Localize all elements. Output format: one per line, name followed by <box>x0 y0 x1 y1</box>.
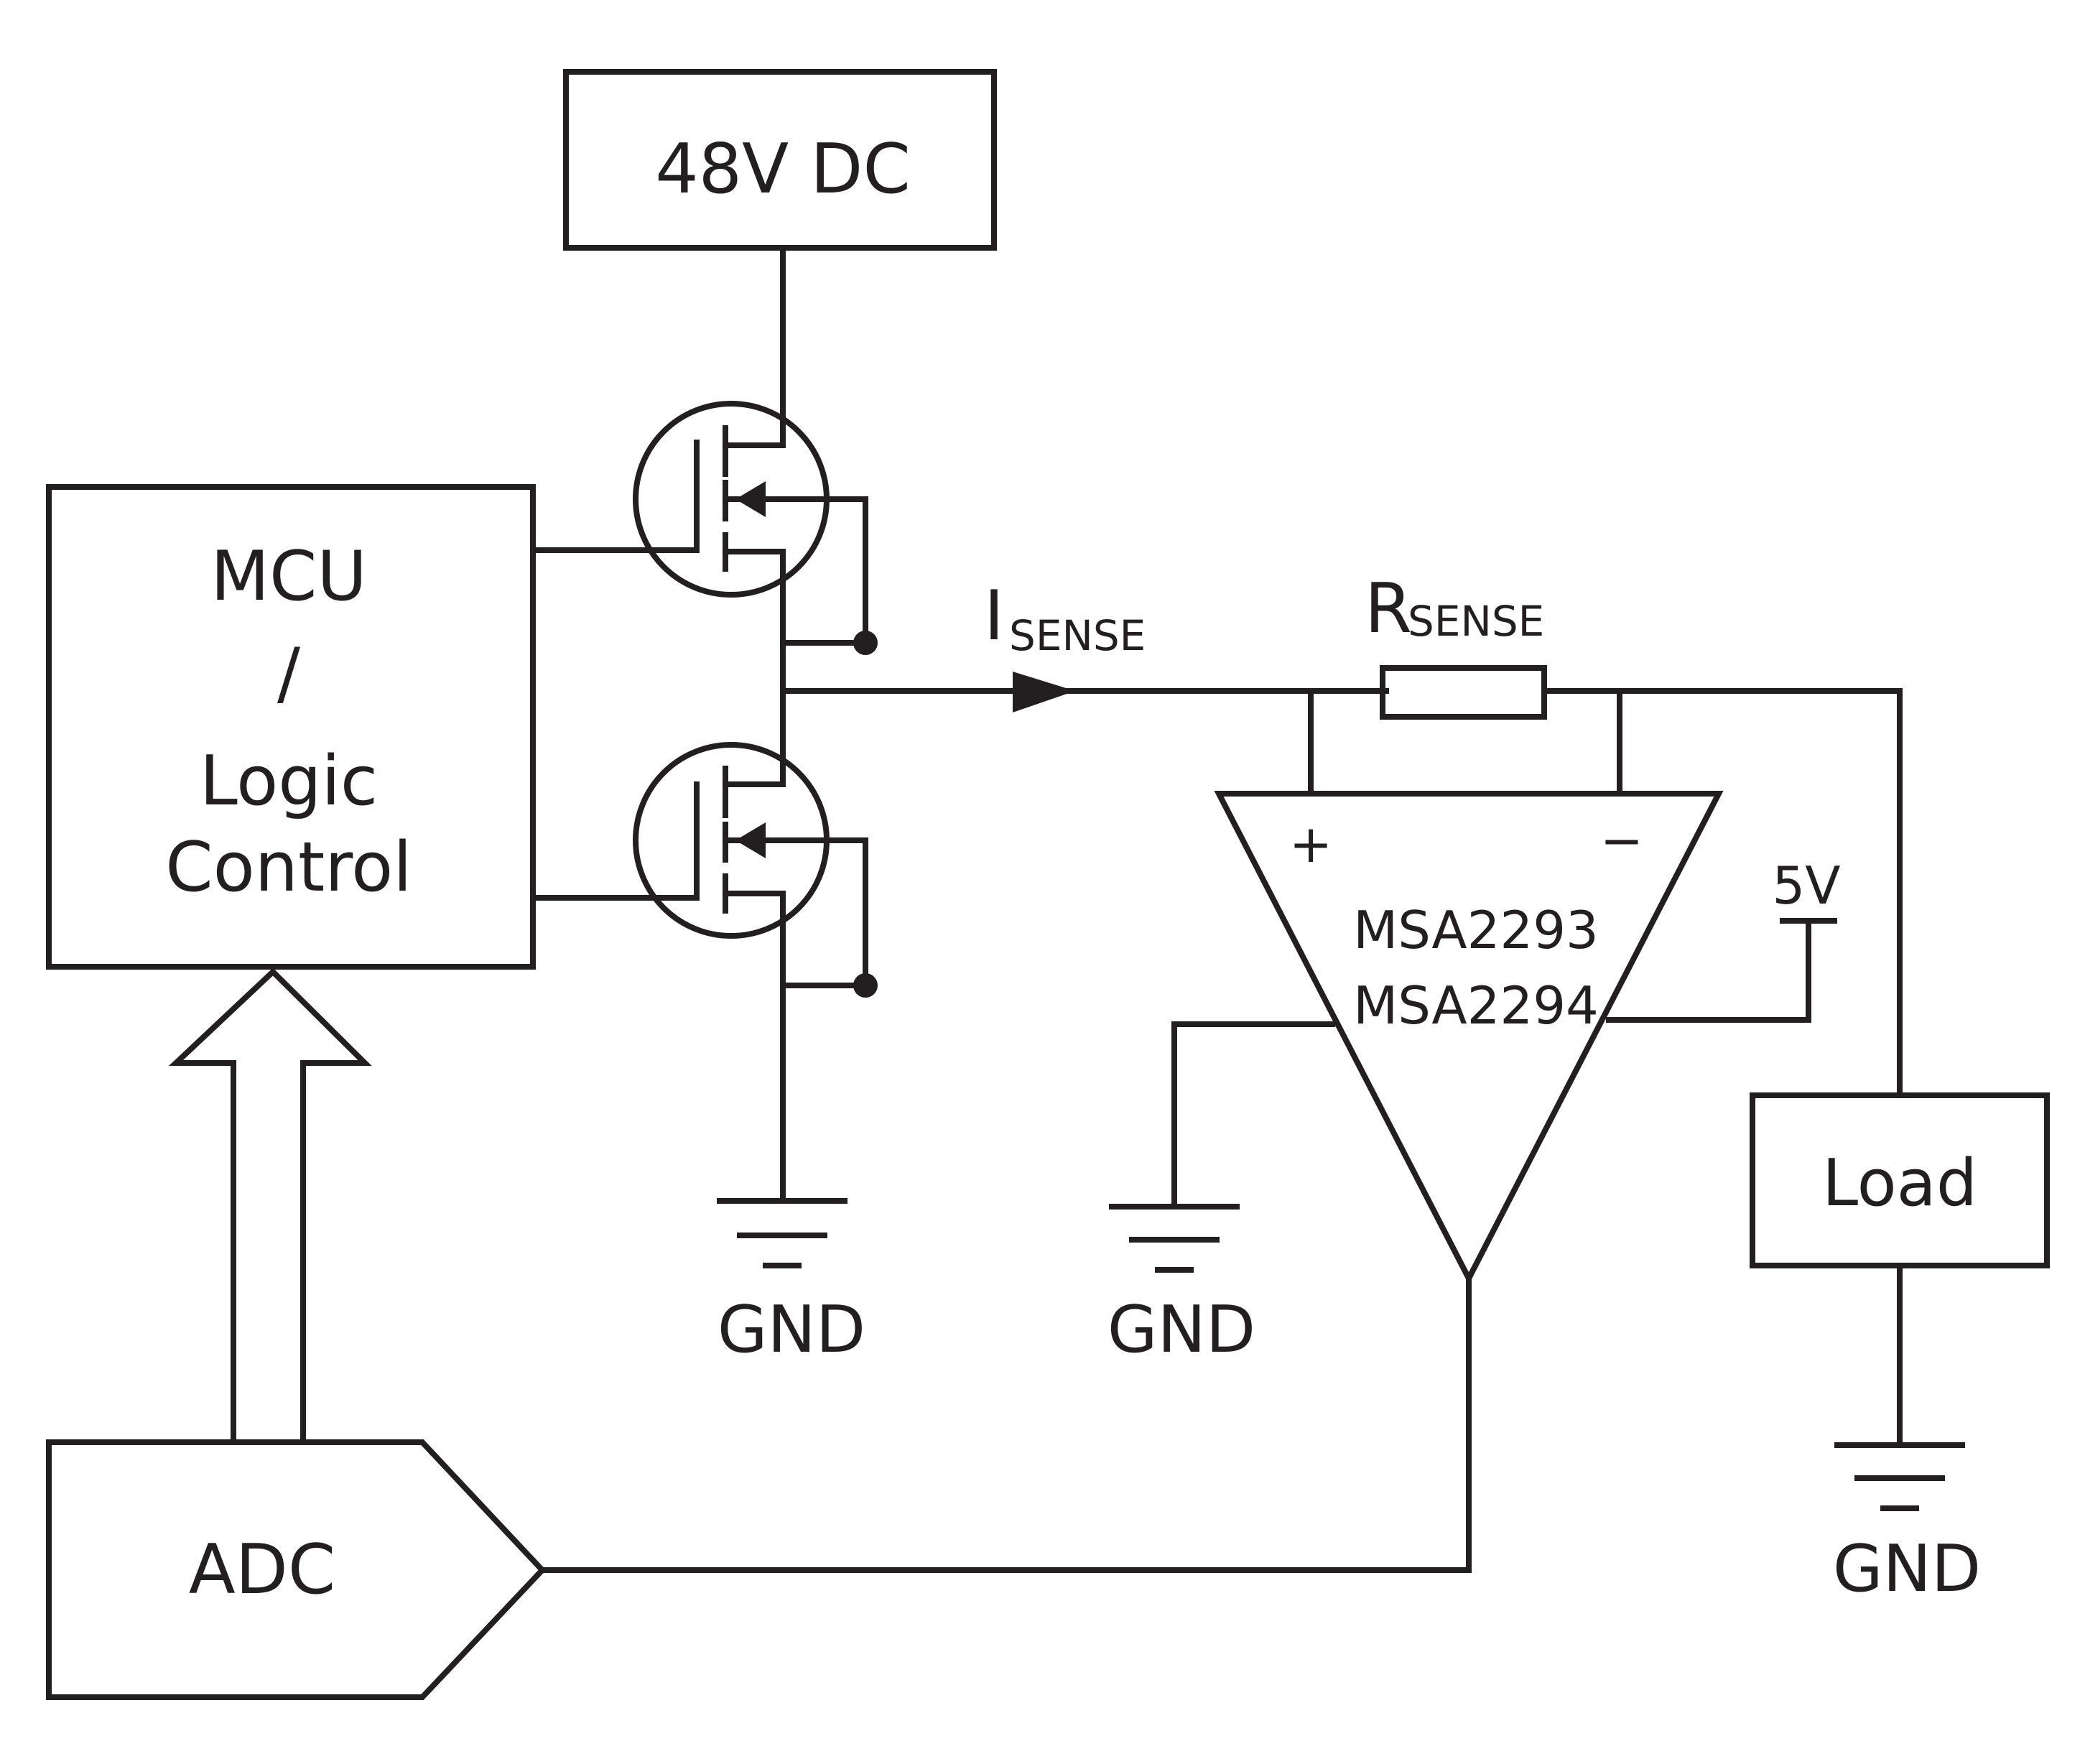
sense-amplifier: + − MSA2293 MSA2294 <box>1214 791 1724 1285</box>
adc-to-mcu-arrow <box>168 967 372 1445</box>
svg-text:R: R <box>1365 570 1412 649</box>
high-side-mosfet <box>530 401 878 655</box>
adc-label: ADC <box>189 1531 335 1610</box>
isense-label: I SENSE <box>984 577 1146 660</box>
load-label: Load <box>1822 1146 1977 1221</box>
high-side-junction-dot <box>853 631 878 655</box>
wire-amp-to-adc <box>539 1276 1472 1573</box>
mcu-label-line4: Control <box>165 828 412 907</box>
load-block: Load <box>1750 1092 2050 1268</box>
mcu-label-line2: / <box>277 634 300 713</box>
low-side-junction-dot <box>853 973 878 998</box>
svg-text:SENSE: SENSE <box>1009 611 1146 660</box>
gnd-symbol-amp: GND <box>1107 1204 1255 1368</box>
supply-block: 48V DC <box>563 69 997 251</box>
low-side-mosfet <box>530 742 878 998</box>
wire-rsense-to-load <box>1541 688 1903 1098</box>
gnd-load-label: GND <box>1833 1531 1981 1607</box>
gnd-fet-label: GND <box>718 1292 865 1368</box>
gnd-symbol-load: GND <box>1833 1442 1981 1607</box>
sense-resistor: R SENSE <box>1365 570 1547 720</box>
mcu-block: MCU / Logic Control <box>46 484 536 970</box>
mcu-label-line3: Logic <box>200 742 378 821</box>
wire-amp-gnd <box>1171 1021 1335 1210</box>
supply-label: 48V DC <box>655 130 911 209</box>
vcc-label: 5V <box>1772 855 1840 916</box>
amp-plus-label: + <box>1289 814 1332 874</box>
mcu-label-line1: MCU <box>210 537 367 616</box>
high-side-body-arrow <box>735 481 766 517</box>
adc-block: ADC <box>46 1439 547 1700</box>
amp-part-1: MSA2293 <box>1353 900 1599 960</box>
gnd-symbol-fet: GND <box>717 1198 865 1368</box>
low-side-body-arrow <box>735 822 766 858</box>
gnd-amp-label: GND <box>1107 1292 1255 1368</box>
svg-text:I: I <box>984 577 1004 656</box>
isense-arrow <box>1013 672 1075 712</box>
wire-amp-vcc <box>1606 918 1811 1023</box>
amp-minus-label: − <box>1600 810 1643 871</box>
svg-text:SENSE: SENSE <box>1408 597 1544 646</box>
amp-part-2: MSA2294 <box>1353 975 1599 1036</box>
